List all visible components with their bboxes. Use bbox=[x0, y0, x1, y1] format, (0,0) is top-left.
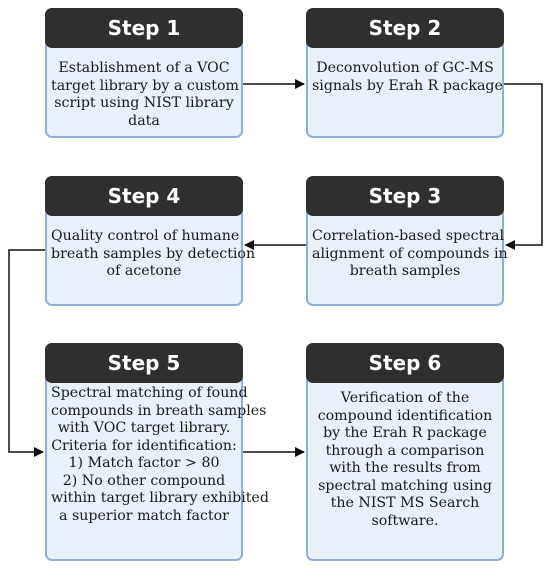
step-6-line: with the results from bbox=[329, 460, 481, 476]
step-3-line: Correlation-based spectral bbox=[312, 228, 505, 244]
step-2-description: Deconvolution of GC-MS signals by Erah R… bbox=[312, 60, 503, 95]
step-4-title: Step 4 bbox=[45, 176, 243, 216]
step-5-line: compounds in breath samples bbox=[51, 402, 267, 419]
step-5-line: 2) No other compound bbox=[62, 472, 226, 489]
step-6-line: software. bbox=[371, 512, 439, 529]
step-1-line: data bbox=[128, 112, 160, 129]
step-4-line: Quality control of humane bbox=[51, 228, 240, 244]
step-1-line: script using NIST library bbox=[54, 95, 234, 111]
step-4-box: Step 4 Quality control of humane breath … bbox=[45, 176, 256, 306]
step-1-line: Establishment of a VOC bbox=[58, 60, 230, 76]
step-5-line: Spectral matching of found bbox=[51, 385, 248, 401]
step-4-description: Quality control of humane breath samples… bbox=[51, 228, 256, 281]
step-3-line: breath samples bbox=[349, 263, 461, 279]
step-2-line: signals by Erah R package bbox=[312, 77, 503, 94]
step-1-line: target library by a custom bbox=[51, 77, 239, 94]
step-5-line: 1) Match factor > 80 bbox=[68, 455, 220, 471]
step-6-line: compound identification bbox=[317, 407, 493, 424]
step-1-description: Establishment of a VOC target library by… bbox=[51, 60, 239, 130]
step-5-box: Step 5 Spectral matching of found compou… bbox=[45, 343, 269, 561]
arrow-step4-to-step5 bbox=[8, 249, 45, 457]
step-5-description: Spectral matching of found compounds in … bbox=[51, 385, 269, 525]
arrow-step2-to-step3 bbox=[504, 83, 543, 250]
step-2-box: Step 2 Deconvolution of GC-MS signals by… bbox=[306, 8, 504, 138]
step-6-line: Verification of the bbox=[340, 390, 470, 406]
step-3-title: Step 3 bbox=[306, 176, 504, 216]
step-6-description: Verification of the compound identificat… bbox=[312, 390, 498, 530]
step-6-line: spectral matching using bbox=[318, 477, 492, 494]
step-6-line: through a comparison bbox=[325, 442, 485, 459]
step-5-line: Criteria for identification: bbox=[51, 437, 237, 454]
step-6-line: by the Erah R package bbox=[323, 425, 487, 441]
step-6-title: Step 6 bbox=[306, 343, 504, 383]
step-6-line: the NIST MS Search bbox=[330, 495, 480, 511]
step-2-line: Deconvolution of GC-MS bbox=[316, 60, 494, 76]
step-6-box: Step 6 Verification of the compound iden… bbox=[306, 343, 504, 561]
step-5-line: within target library exhibited bbox=[51, 490, 269, 506]
step-5-title: Step 5 bbox=[45, 343, 243, 383]
step-5-line: a superior match factor bbox=[59, 507, 229, 524]
step-3-box: Step 3 Correlation-based spectral alignm… bbox=[306, 176, 508, 306]
step-5-line: with VOC target library. bbox=[57, 420, 231, 436]
step-3-line: alignment of compounds in bbox=[312, 245, 508, 262]
step-1-box: Step 1 Establishment of a VOC target lib… bbox=[45, 8, 243, 138]
step-1-title: Step 1 bbox=[45, 8, 243, 48]
step-4-line: of acetone bbox=[106, 263, 182, 279]
step-3-description: Correlation-based spectral alignment of … bbox=[312, 228, 508, 281]
step-4-line: breath samples by detection bbox=[51, 245, 256, 262]
step-2-title: Step 2 bbox=[306, 8, 504, 48]
